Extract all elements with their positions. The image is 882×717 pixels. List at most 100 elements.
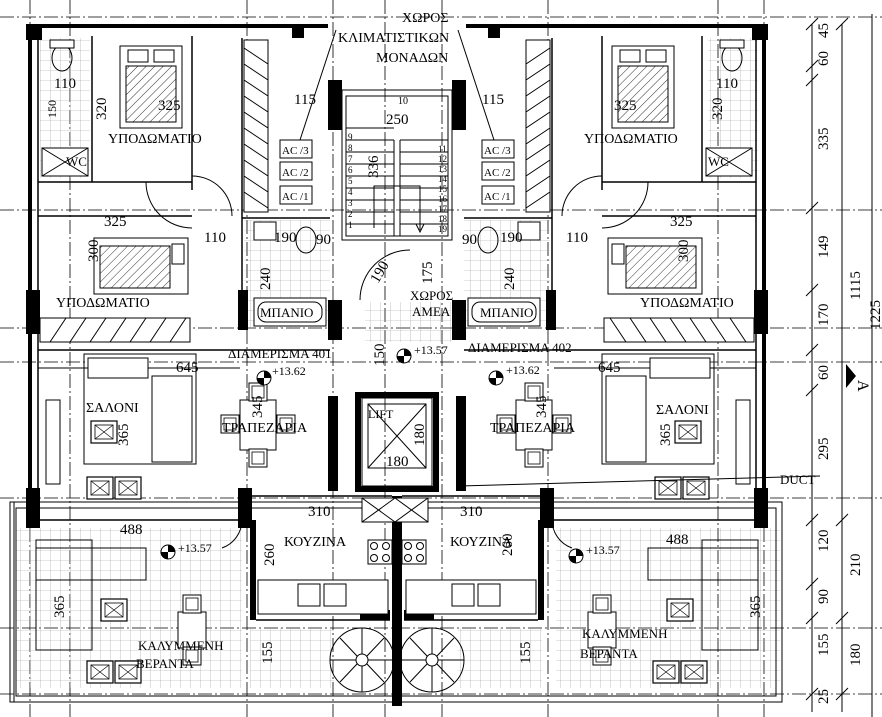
ac-space-label-2: ΚΛΙΜΑΤΙΣΤΙΚΩΝ <box>338 31 449 46</box>
stair-step-number: 19 <box>438 224 448 234</box>
veranda-label-right-2: ΒΕΡΑΝΤΑ <box>580 646 638 661</box>
dim-310-right: 310 <box>460 504 483 520</box>
dim-320-left: 320 <box>94 98 110 121</box>
ac-space-label-1: ΧΩΡΟΣ <box>402 11 449 26</box>
dim-115-right: 115 <box>482 92 504 108</box>
dim-345-left: 345 <box>250 396 266 419</box>
dim-110-right-wc: 110 <box>716 76 738 92</box>
dim-365-left-living: 365 <box>116 424 132 447</box>
total-dimension: 210 <box>848 554 864 577</box>
dim-240-right: 240 <box>502 268 518 291</box>
chain-dimension: 155 <box>816 634 832 657</box>
chain-dimension: 335 <box>816 128 832 151</box>
bedroom-label-ne: ΥΠΟΔΩΜΑΤΙΟ <box>584 132 678 147</box>
stair-step-number: 11 <box>438 144 447 154</box>
dim-260-left: 260 <box>262 544 278 567</box>
ac-unit-left-3: AC /3 <box>282 145 309 157</box>
dim-320-right: 320 <box>710 98 726 121</box>
wardrobes <box>39 39 755 343</box>
kitchen-label-right: ΚΟΥΖΙΝΑ <box>450 535 513 550</box>
stair-step-number: 2 <box>348 209 353 219</box>
dim-240-left: 240 <box>258 268 274 291</box>
dim-150-lobby: 150 <box>372 344 388 367</box>
stair-step-number: 8 <box>348 143 353 153</box>
chain-dimension: 45 <box>816 23 832 38</box>
stair-step-number: 18 <box>438 214 448 224</box>
ac-unit-right-1: AC /1 <box>484 191 511 203</box>
stair-step-number: 15 <box>438 184 448 194</box>
stair-step-number: 6 <box>348 165 353 175</box>
dim-250-stair: 250 <box>386 112 409 128</box>
lift-label: LIFT <box>368 407 394 421</box>
veranda-label-left-2: ΒΕΡΑΝΤΑ <box>136 656 194 671</box>
veranda-label-left-1: ΚΑΛΥΜΜΕΝΗ <box>138 638 223 653</box>
dim-365-right-veranda: 365 <box>748 596 764 619</box>
dim-310-left: 310 <box>308 504 331 520</box>
bath-label-right: ΜΠΑΝΙΟ <box>480 305 533 320</box>
dim-90-left: 90 <box>316 232 331 248</box>
stair-step-number: 5 <box>348 176 353 186</box>
chain-dimension: 149 <box>816 236 832 259</box>
level-markers <box>160 348 584 564</box>
dim-110-left: 110 <box>204 230 226 246</box>
lobby-label-1: ΧΩΡΟΣ <box>410 288 453 303</box>
dim-365-right-living: 365 <box>658 424 674 447</box>
dim-190-right: 190 <box>500 230 523 246</box>
dining-label-left: ΤΡΑΠΕΖΑΡΙΑ <box>222 421 308 436</box>
furniture <box>35 29 821 693</box>
dim-90-right: 90 <box>462 232 477 248</box>
stair-step-number: 17 <box>438 204 448 214</box>
living-label-left: ΣΑΛΟΝΙ <box>86 401 139 416</box>
dim-260-right: 260 <box>500 534 516 557</box>
dim-325-e: 325 <box>670 214 693 230</box>
bedroom-label-w: ΥΠΟΔΩΜΑΤΙΟ <box>56 296 150 311</box>
room-dimensions: 110 110 320 320 325 325 325 325 115 115 … <box>45 76 764 664</box>
right-chain-dimensions: 4560335149170602951209015525111521018012… <box>816 23 882 704</box>
dim-345-right: 345 <box>534 396 550 419</box>
dim-300-right: 300 <box>676 240 692 263</box>
dim-325-w: 325 <box>104 214 127 230</box>
chain-dimension: 60 <box>816 51 832 66</box>
stair-step-number: 13 <box>438 164 448 174</box>
stair-step-number: 16 <box>438 194 448 204</box>
chain-dimension: 170 <box>816 304 832 327</box>
lobby-label-2: ΑΜΕΑ <box>412 304 451 319</box>
section-marker-label: A <box>854 380 871 392</box>
level-right-veranda: +13.57 <box>586 543 620 557</box>
dim-190-lobby: 190 <box>368 259 393 286</box>
ac-unit-left-2: AC /2 <box>282 167 309 179</box>
ac-unit-left-1: AC /1 <box>282 191 309 203</box>
stair-treads <box>346 127 448 234</box>
apartment-label-right: ΔΙΑΜΕΡΙΣΜΑ 402 <box>468 340 572 355</box>
chain-dimension: 295 <box>816 438 832 461</box>
dim-180-lift-v: 180 <box>412 424 428 447</box>
bedroom-label-e: ΥΠΟΔΩΜΑΤΙΟ <box>640 296 734 311</box>
level-left-living: +13.62 <box>272 364 306 378</box>
dim-150-left-bath: 150 <box>45 100 59 118</box>
total-dimension: 1115 <box>848 271 864 300</box>
dim-115-left: 115 <box>294 92 316 108</box>
duct-label: DUCT <box>780 472 815 487</box>
veranda-label-right-1: ΚΑΛΥΜΜΕΝΗ <box>582 626 667 641</box>
dim-365-left-veranda: 365 <box>52 596 68 619</box>
level-left-veranda: +13.57 <box>178 541 212 555</box>
stair-step-number: 1 <box>348 220 353 230</box>
dim-488-left: 488 <box>120 522 143 538</box>
dim-336-stair: 336 <box>366 155 382 178</box>
level-labels: +13.57 +13.62 +13.62 +13.57 +13.57 <box>178 343 620 557</box>
apartment-label-left: ΔΙΑΜΕΡΙΣΜΑ 401 <box>228 346 332 361</box>
bedroom-label-nw: ΥΠΟΔΩΜΑΤΙΟ <box>108 132 202 147</box>
dim-155-left: 155 <box>260 642 276 665</box>
wc-label-left: WC <box>66 154 87 169</box>
total-dimension: 1225 <box>868 300 882 330</box>
dim-110-right: 110 <box>566 230 588 246</box>
room-labels: ΥΠΟΔΩΜΑΤΙΟ ΥΠΟΔΩΜΑΤΙΟ ΥΠΟΔΩΜΑΤΙΟ ΥΠΟΔΩΜΑ… <box>56 11 871 671</box>
stair-step-number: 12 <box>438 154 447 164</box>
dim-645-left: 645 <box>176 360 199 376</box>
dim-645-right: 645 <box>598 360 621 376</box>
dim-180-lift-h: 180 <box>386 454 409 470</box>
living-label-right: ΣΑΛΟΝΙ <box>656 403 709 418</box>
stair-step-number: 9 <box>348 132 353 142</box>
ac-space-label-3: ΜΟΝΑΔΩΝ <box>376 51 448 66</box>
